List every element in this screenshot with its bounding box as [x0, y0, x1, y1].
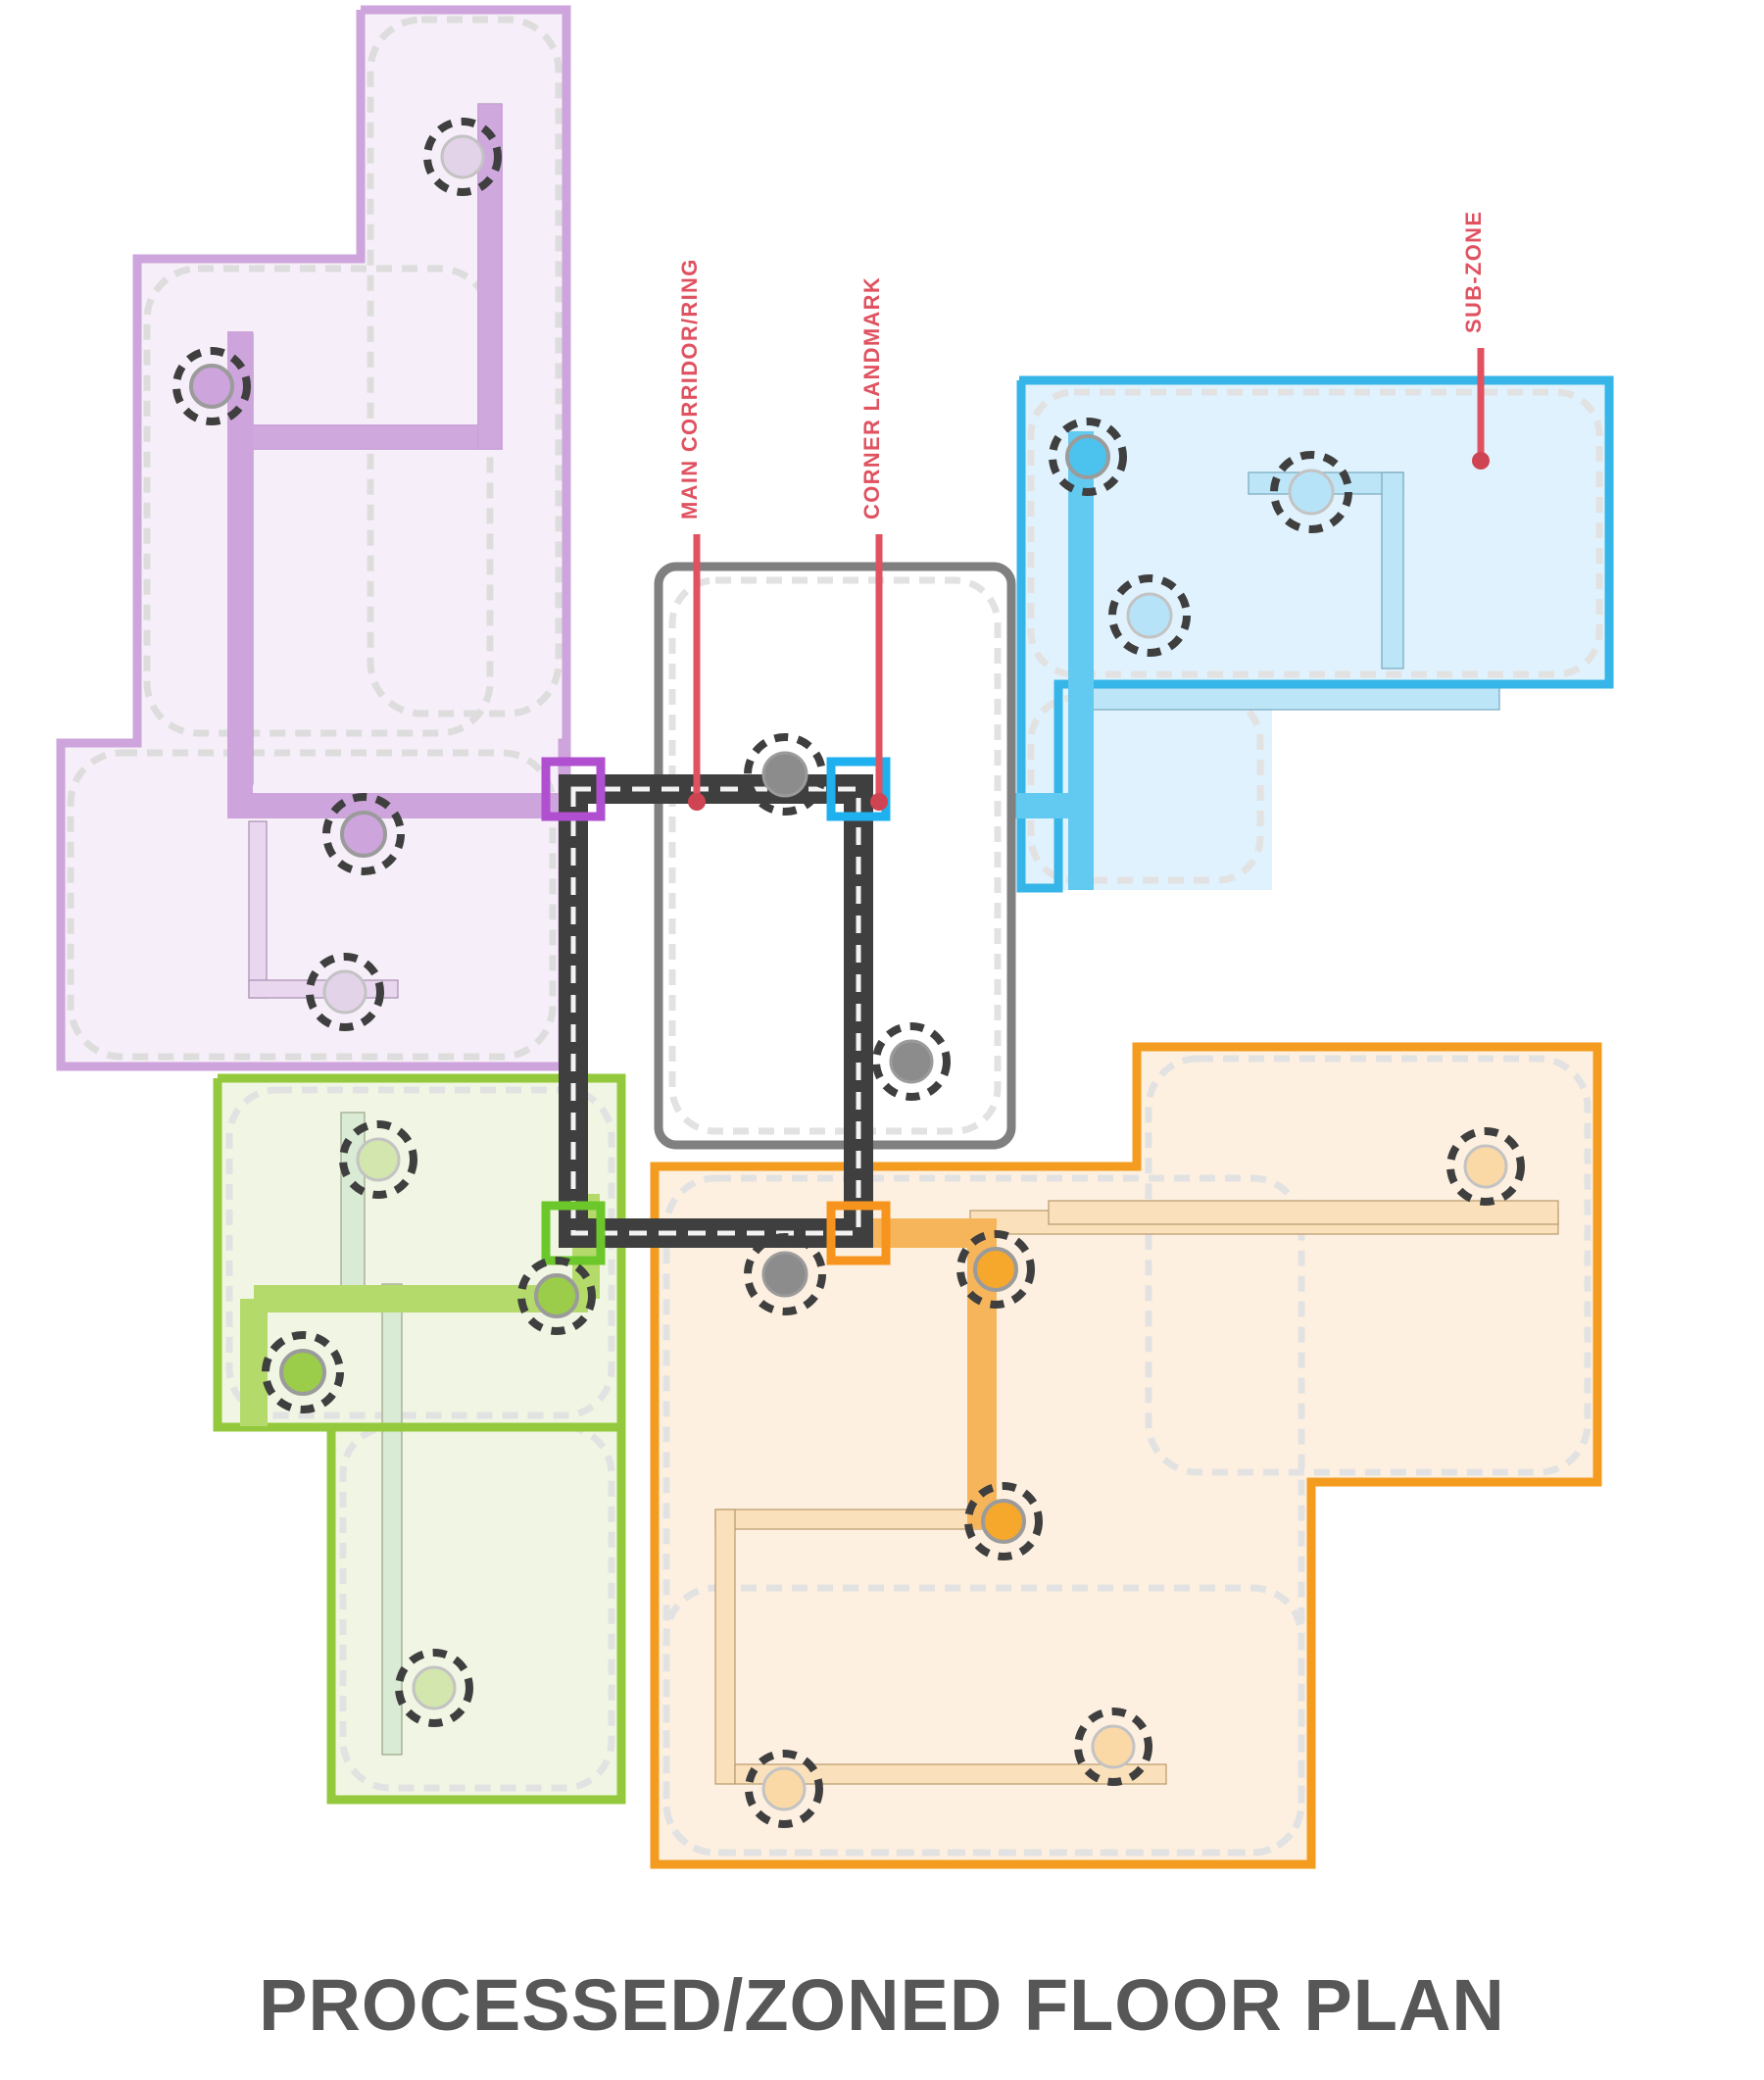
node-marker[interactable]	[964, 1482, 1043, 1560]
main-corridor-ring[interactable]	[559, 774, 873, 1248]
leader-dot	[688, 793, 706, 811]
node-marker[interactable]	[172, 347, 251, 425]
corner-landmark-nw[interactable]	[541, 757, 606, 821]
leader-dot	[870, 793, 888, 811]
node-marker[interactable]	[306, 953, 384, 1031]
leader-dot	[1472, 452, 1490, 470]
subzone-outline	[67, 749, 557, 1061]
node-marker[interactable]	[1074, 1708, 1152, 1786]
zone-purple[interactable]	[56, 5, 578, 1071]
node-markers	[172, 118, 1525, 1828]
node-marker[interactable]	[872, 1022, 951, 1101]
node-marker[interactable]	[262, 1331, 344, 1413]
zone-neutral-core[interactable]	[654, 562, 1016, 1150]
corner-landmark-ne[interactable]	[826, 757, 891, 821]
zone-blue[interactable]	[858, 375, 1614, 893]
annotation-sub-zone[interactable]: SUB-ZONE	[1461, 211, 1490, 470]
node-marker[interactable]	[744, 1233, 826, 1315]
annotation-main-corridor-ring[interactable]: MAIN CORRIDOR/RING	[677, 258, 706, 811]
zone-corridor-blue	[1081, 471, 1500, 711]
annotation-label-sub-zone: SUB-ZONE	[1461, 211, 1486, 333]
annotation-label-corner-landmark: CORNER LANDMARK	[859, 276, 884, 520]
corner-landmark-sw[interactable]	[541, 1201, 606, 1265]
subzone-outline	[668, 576, 1002, 1135]
zone-border-orange	[650, 1042, 1602, 1869]
zone-corridor-orange	[714, 1200, 1559, 1785]
node-marker[interactable]	[1270, 451, 1352, 533]
zone-main-corridor-purple	[227, 104, 578, 818]
subzone-outline	[1027, 694, 1264, 884]
node-marker[interactable]	[395, 1649, 473, 1727]
page-title: PROCESSED/ZONED FLOOR PLAN	[259, 1964, 1505, 2046]
node-marker[interactable]	[1049, 418, 1127, 496]
node-marker[interactable]	[339, 1120, 417, 1199]
node-marker[interactable]	[517, 1257, 596, 1335]
zone-border-blue	[1016, 375, 1614, 893]
node-marker[interactable]	[1446, 1127, 1525, 1206]
node-marker[interactable]	[745, 1750, 823, 1828]
node-marker[interactable]	[956, 1230, 1035, 1309]
subzone-outline	[1027, 388, 1603, 678]
subzone-outline	[367, 16, 563, 718]
zone-border-neutral	[654, 562, 1016, 1150]
subzone-outline	[1145, 1055, 1592, 1476]
subzone-outline	[662, 1584, 1305, 1857]
node-marker[interactable]	[1108, 574, 1191, 657]
node-marker[interactable]	[744, 733, 826, 816]
annotation-label-main-corridor: MAIN CORRIDOR/RING	[677, 258, 702, 520]
node-marker[interactable]	[423, 118, 502, 196]
node-marker[interactable]	[322, 793, 405, 875]
corner-landmark-se[interactable]	[826, 1201, 891, 1265]
annotation-corner-landmark[interactable]: CORNER LANDMARK	[859, 276, 888, 811]
ring-centerline	[570, 786, 861, 1236]
